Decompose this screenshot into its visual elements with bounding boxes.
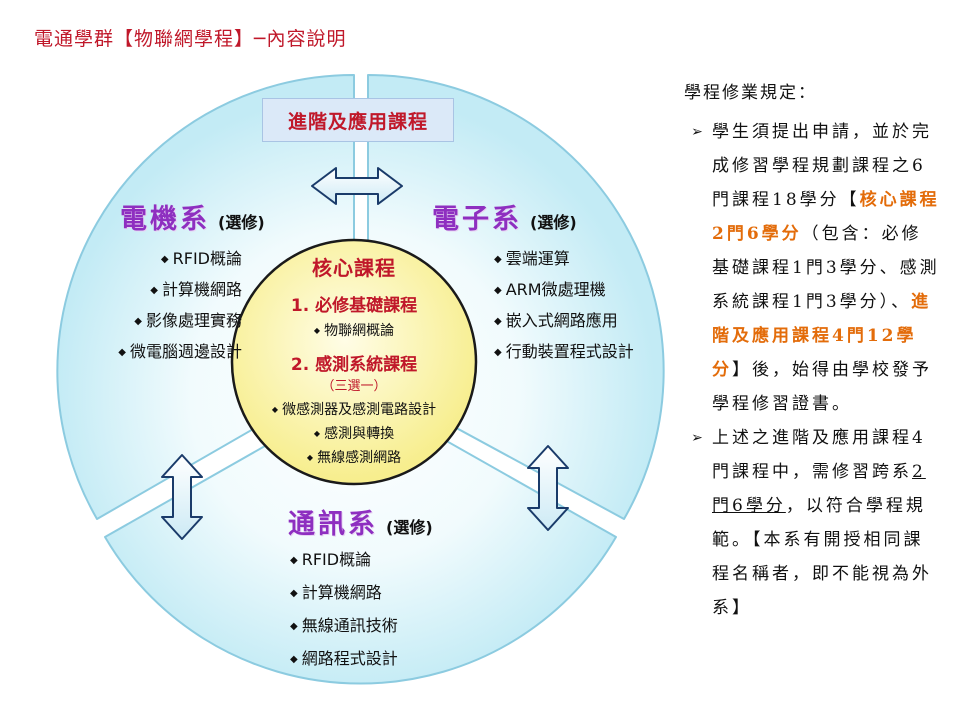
list-item: ◆無線通訊技術 bbox=[290, 616, 398, 635]
arrow-bullet-icon: ➢ bbox=[691, 430, 703, 446]
rule-item-1: ➢ 學生須提出申請，並於完成修習學程規劃課程之6門課程18學分【核心課程2門6學… bbox=[682, 115, 952, 421]
rule-item-2: ➢ 上述之進階及應用課程4門課程中，需修習跨系2門6學分，以符合學程規範。【本系… bbox=[682, 421, 952, 625]
advanced-courses-box: 進階及應用課程 bbox=[262, 98, 454, 142]
dept-ee-elective: (選修) bbox=[218, 213, 265, 232]
core-sensing-note: （三選一） bbox=[321, 379, 387, 394]
rule-text-2: 上述之進階及應用課程4門課程中，需修習跨系2門6學分，以符合學程規範。【本系有開… bbox=[712, 428, 932, 618]
diamond-bullet-icon: ◆ bbox=[306, 453, 314, 462]
diamond-bullet-icon: ◆ bbox=[494, 285, 502, 296]
diamond-bullet-icon: ◆ bbox=[118, 347, 126, 358]
list-item: ◆行動裝置程式設計 bbox=[494, 342, 634, 361]
double-arrow-left bbox=[161, 454, 203, 540]
double-arrow-right bbox=[527, 445, 569, 531]
page-title: 電通學群【物聯網學程】─內容說明 bbox=[34, 28, 347, 50]
core-content: 核心課程 1. 必修基礎課程 ◆物聯網概論 2. 感測系統課程 （三選一） ◆微… bbox=[240, 252, 468, 470]
dept-ee-name: 電機系 bbox=[120, 204, 210, 235]
list-item: ◆微感測器及感測電路設計 bbox=[271, 402, 437, 418]
diamond-bullet-icon: ◆ bbox=[150, 285, 158, 296]
list-item: ◆無線感測網路 bbox=[306, 450, 402, 466]
advanced-courses-label: 進階及應用課程 bbox=[287, 110, 428, 133]
list-item: ◆物聯網概論 bbox=[313, 323, 395, 339]
diamond-bullet-icon: ◆ bbox=[494, 347, 502, 358]
advanced-credits-highlight: 進階及應用課程4門12學分 bbox=[712, 292, 932, 380]
diamond-bullet-icon: ◆ bbox=[313, 429, 321, 438]
diamond-bullet-icon: ◆ bbox=[134, 316, 142, 327]
list-item: ◆雲端運算 bbox=[494, 249, 570, 268]
list-item: ◆感測與轉換 bbox=[313, 426, 395, 442]
list-item: ◆影像處理實務 bbox=[134, 311, 242, 330]
dept-comm-elective: (選修) bbox=[386, 518, 433, 537]
core-circle bbox=[230, 238, 478, 486]
dept-ee-heading: 電機系 (選修) bbox=[120, 197, 265, 236]
list-item: ◆RFID概論 bbox=[290, 550, 372, 569]
rules-heading: 學程修業規定： bbox=[684, 83, 817, 103]
diamond-bullet-icon: ◆ bbox=[290, 588, 298, 599]
dept-electronics-name: 電子系 bbox=[432, 204, 522, 235]
diamond-bullet-icon: ◆ bbox=[494, 316, 502, 327]
list-item: ◆RFID概論 bbox=[160, 249, 242, 268]
list-item: ◆ARM微處理機 bbox=[494, 280, 606, 299]
list-item: ◆計算機網路 bbox=[290, 583, 382, 602]
dept-electronics-course-list: ◆雲端運算 ◆ARM微處理機 ◆嵌入式網路應用 ◆行動裝置程式設計 bbox=[494, 244, 634, 368]
list-item: ◆網路程式設計 bbox=[290, 649, 398, 668]
sector-comm bbox=[104, 391, 617, 685]
diamond-bullet-icon: ◆ bbox=[290, 555, 298, 566]
double-arrow-horizontal bbox=[311, 167, 403, 205]
diamond-bullet-icon: ◆ bbox=[494, 254, 502, 265]
rule-text-1: 學生須提出申請，並於完成修習學程規劃課程之6門課程18學分【核心課程2門6學分（… bbox=[712, 122, 940, 414]
core-sensing-title: 2. 感測系統課程 bbox=[290, 355, 418, 375]
diamond-bullet-icon: ◆ bbox=[271, 405, 279, 414]
rules-panel: 學程修業規定： ➢ 學生須提出申請，並於完成修習學程規劃課程之6門課程18學分【… bbox=[682, 78, 952, 625]
core-required-title: 1. 必修基礎課程 bbox=[290, 296, 418, 316]
arrow-bullet-icon: ➢ bbox=[691, 124, 703, 140]
diamond-bullet-icon: ◆ bbox=[290, 621, 298, 632]
dept-comm-heading: 通訊系 (選修) bbox=[288, 502, 433, 541]
dept-ee-course-list: ◆RFID概論 ◆計算機網路 ◆影像處理實務 ◆微電腦週邊設計 bbox=[60, 244, 242, 368]
core-credits-highlight: 核心課程2門6學分 bbox=[712, 190, 940, 244]
list-item: ◆嵌入式網路應用 bbox=[494, 311, 618, 330]
dept-comm-course-list: ◆RFID概論 ◆計算機網路 ◆無線通訊技術 ◆網路程式設計 bbox=[290, 544, 398, 676]
list-item: ◆微電腦週邊設計 bbox=[118, 342, 242, 361]
dept-comm-name: 通訊系 bbox=[288, 509, 378, 540]
cross-dept-credits-underline: 2門6學分 bbox=[712, 462, 926, 516]
core-title: 核心課程 bbox=[312, 256, 396, 280]
diamond-bullet-icon: ◆ bbox=[160, 254, 169, 265]
dept-electronics-heading: 電子系 (選修) bbox=[432, 197, 577, 236]
diamond-bullet-icon: ◆ bbox=[290, 654, 298, 665]
dept-electronics-elective: (選修) bbox=[530, 213, 577, 232]
list-item: ◆計算機網路 bbox=[150, 280, 242, 299]
diamond-bullet-icon: ◆ bbox=[313, 326, 321, 335]
